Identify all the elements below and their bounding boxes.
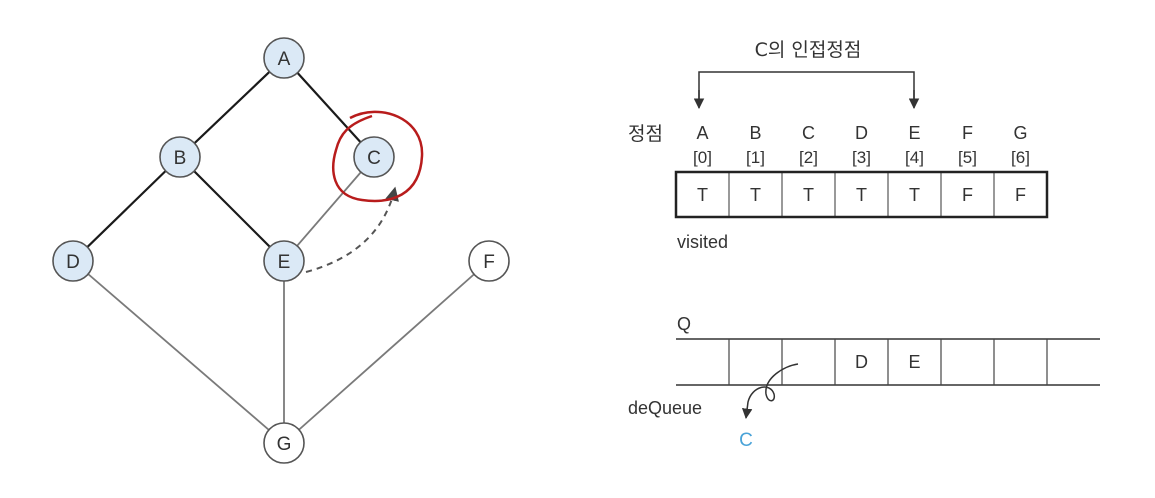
node-a: A [263, 37, 305, 79]
visited-value: T [803, 185, 814, 205]
graph-edges [72, 57, 490, 444]
adjacency-bracket: C의 인접정점 [693, 39, 920, 110]
queue-name: Q [677, 314, 691, 334]
visited-column-c: C [2] T [781, 123, 818, 217]
visited-column-d: D [3] T [834, 123, 871, 217]
vertex-header: A [696, 123, 708, 143]
vertex-row-label: 정점 [628, 123, 663, 145]
node-f: F [468, 240, 510, 282]
visited-column-a: A [0] T [693, 123, 712, 205]
vertex-header: D [855, 123, 868, 143]
dequeued-vertex: C [739, 430, 753, 451]
current-node-highlight-circle [332, 110, 424, 203]
dequeue-curve-arrow [741, 363, 799, 420]
visited-array-frame [674, 170, 1049, 219]
node-c: C [353, 136, 395, 178]
node-label: E [278, 252, 291, 273]
visited-value: T [856, 185, 867, 205]
node-circle [159, 136, 201, 178]
edge-f-g [283, 260, 490, 444]
vertex-header: C [802, 123, 815, 143]
visited-column-b: B [1] T [728, 123, 765, 217]
vertex-header: G [1013, 123, 1027, 143]
queue-cell-value: D [855, 352, 868, 372]
edge-c-e [283, 156, 375, 262]
bracket-line [698, 71, 915, 104]
visited-column-e: E [4] T [887, 123, 924, 217]
index-header: [0] [693, 148, 712, 167]
node-circle [263, 240, 305, 282]
edge-a-b [179, 57, 285, 158]
index-header: [1] [746, 148, 765, 167]
visited-value: F [962, 185, 973, 205]
node-label: G [277, 434, 292, 455]
visited-value: T [697, 185, 708, 205]
traversal-dashed-arrow [305, 186, 399, 273]
visited-value: T [750, 185, 761, 205]
index-header: [6] [1011, 148, 1030, 167]
node-circle [468, 240, 510, 282]
graph-nodes: A B C D E F G [52, 37, 510, 464]
index-header: [5] [958, 148, 977, 167]
node-label: C [367, 148, 381, 169]
node-circle [263, 37, 305, 79]
edge-b-d [72, 156, 181, 262]
queue-cell-value: E [908, 352, 920, 372]
edge-b-e [179, 156, 285, 262]
vertex-header: B [749, 123, 761, 143]
edge-d-g [72, 260, 285, 444]
vertex-header: F [962, 123, 973, 143]
node-label: F [483, 252, 495, 273]
vertex-header: E [908, 123, 920, 143]
node-e: E [263, 240, 305, 282]
node-label: B [174, 148, 187, 169]
node-label: A [278, 49, 291, 70]
adjacency-title: C의 인접정점 [755, 39, 862, 61]
visited-column-f: F [5] F [940, 123, 977, 217]
node-circle [52, 240, 94, 282]
visited-columns: A [0] T B [1] T C [2] T D [3] T E [4] T F [5] F G [6] F [693, 123, 1030, 217]
visited-value: T [909, 185, 920, 205]
dequeue-label: deQueue [628, 398, 702, 418]
index-header: [3] [852, 148, 871, 167]
visited-array-name: visited [677, 232, 728, 252]
node-g: G [263, 422, 305, 464]
visited-column-g: G [6] F [993, 123, 1030, 217]
node-d: D [52, 240, 94, 282]
node-circle [263, 422, 305, 464]
edge-a-c [283, 57, 375, 158]
node-label: D [66, 252, 80, 273]
node-circle [353, 136, 395, 178]
visited-value: F [1015, 185, 1026, 205]
node-b: B [159, 136, 201, 178]
visited-array: 정점 A [0] T B [1] T C [2] T D [3] T E [4] T F [5] F G [6] F v… [628, 123, 1049, 252]
index-header: [4] [905, 148, 924, 167]
index-header: [2] [799, 148, 818, 167]
